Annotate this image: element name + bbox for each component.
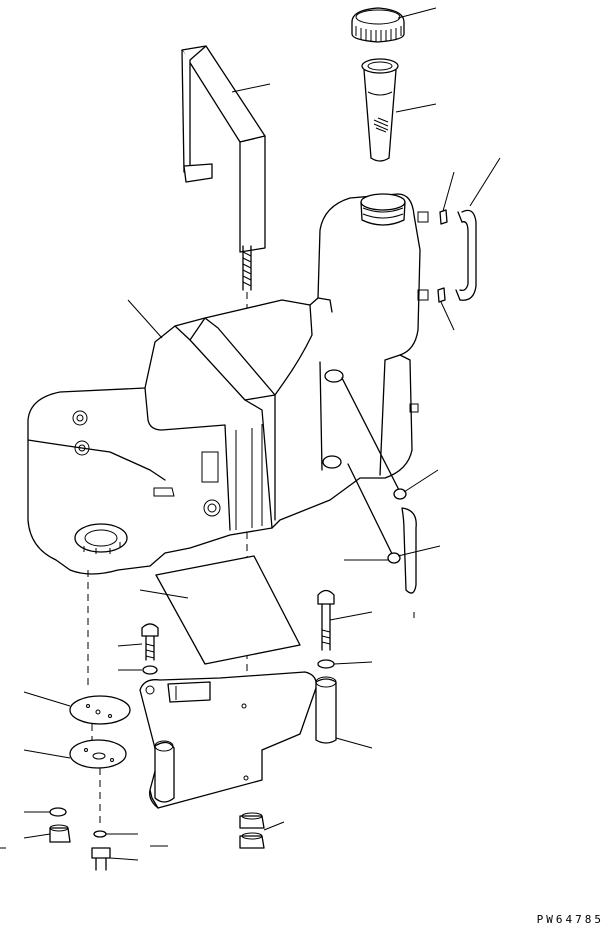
tank-body [28, 194, 420, 574]
tank-strap [182, 46, 265, 252]
filler-cap [352, 8, 404, 42]
tank-features [73, 212, 428, 554]
cover-plate [156, 556, 300, 664]
mounting-bracket [140, 672, 336, 808]
breather-hose [456, 210, 476, 300]
tank-filler-mouth [361, 194, 405, 225]
bolt-right [318, 591, 334, 669]
strap-nuts [240, 813, 264, 848]
bolt-left [142, 624, 158, 674]
level-hose [342, 378, 416, 593]
filler-strainer [362, 59, 398, 161]
lower-left-parts [50, 570, 130, 870]
hose-clamps [438, 210, 447, 302]
drawing-id: PW64785 [536, 913, 604, 926]
leader-lines [0, 8, 500, 860]
